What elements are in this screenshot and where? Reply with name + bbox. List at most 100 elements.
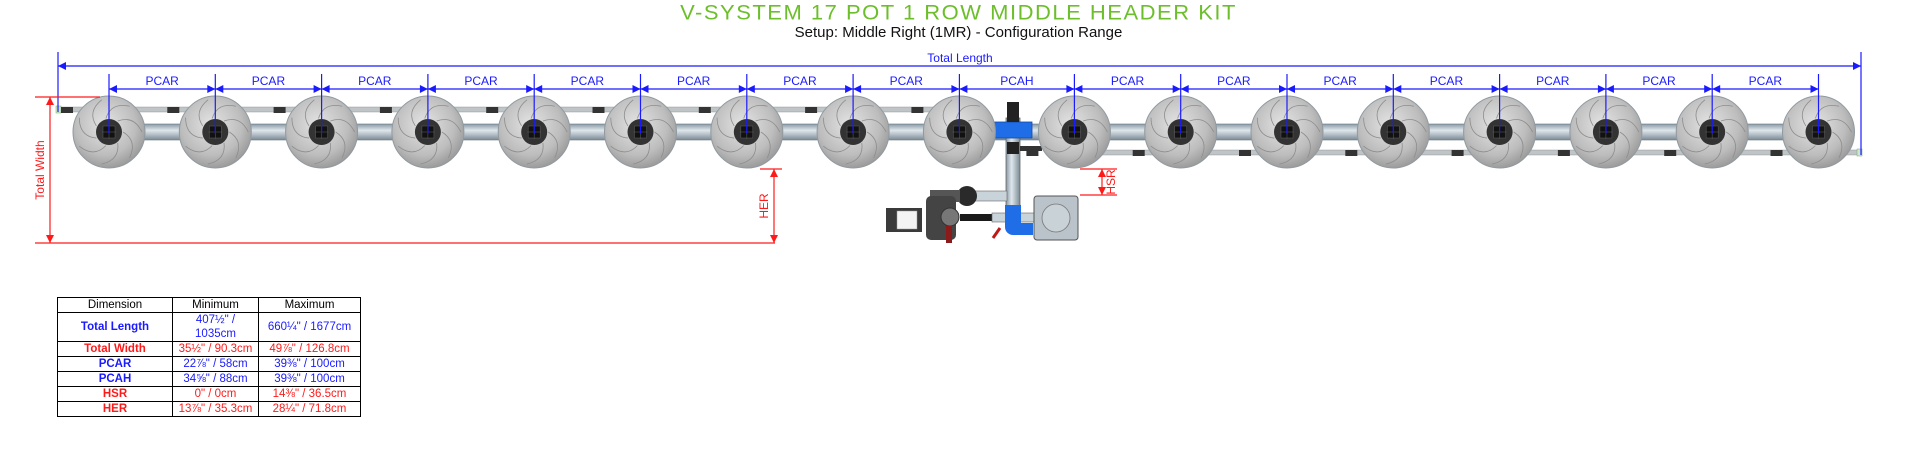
arrowhead bbox=[1853, 62, 1861, 70]
tee-fitting bbox=[993, 121, 1033, 139]
tee-cap bbox=[1007, 102, 1019, 122]
dripper-fitting bbox=[698, 107, 711, 113]
end-cap-right bbox=[1856, 148, 1863, 157]
pot-rib bbox=[1788, 117, 1806, 139]
arrowhead bbox=[845, 85, 854, 93]
dripper-fitting bbox=[1239, 150, 1251, 156]
pot-rib bbox=[1044, 145, 1072, 153]
pot-rib bbox=[411, 99, 421, 127]
spacing-label: PCAR bbox=[890, 74, 924, 88]
dimension-max: 49⅞" / 126.8cm bbox=[258, 341, 361, 357]
pot-rib bbox=[1788, 145, 1816, 153]
pot-rib bbox=[1513, 131, 1524, 159]
pot-rib bbox=[1376, 99, 1387, 127]
arrowhead bbox=[738, 85, 747, 93]
arrowhead bbox=[1287, 85, 1295, 93]
filter-housing bbox=[957, 186, 977, 206]
arrowhead bbox=[959, 85, 968, 93]
arrowhead bbox=[427, 85, 436, 93]
pot-rib bbox=[1575, 145, 1604, 153]
pot-rib bbox=[1088, 131, 1099, 159]
pot-rib bbox=[654, 131, 665, 159]
pot-rib bbox=[441, 131, 452, 159]
pot-rib bbox=[632, 142, 650, 165]
spacing-label: PCAR bbox=[145, 74, 179, 88]
pot-rib bbox=[623, 99, 634, 127]
pot-rib bbox=[1044, 117, 1062, 139]
dimension-min: 35½" / 90.3cm bbox=[172, 341, 259, 357]
arrowhead bbox=[1172, 85, 1181, 93]
dripper-fitting bbox=[1557, 150, 1570, 156]
pot-rib bbox=[730, 99, 740, 127]
pot-rib bbox=[955, 105, 981, 119]
arrowhead bbox=[632, 85, 641, 93]
pot-rib bbox=[291, 117, 310, 139]
dripper-fitting bbox=[167, 107, 180, 113]
pot-rib bbox=[314, 142, 331, 165]
pot-rib bbox=[1832, 131, 1843, 159]
arrowhead bbox=[1491, 85, 1500, 93]
pot-rib bbox=[397, 117, 416, 139]
pot-rib bbox=[1194, 131, 1205, 159]
pot-rib bbox=[866, 131, 877, 159]
table-header-row: Dimension Minimum Maximum bbox=[57, 297, 361, 313]
pot-rib bbox=[849, 105, 874, 119]
arrowhead bbox=[1098, 169, 1106, 177]
pot-rib bbox=[78, 145, 107, 153]
pot-rib bbox=[743, 105, 768, 119]
pot-rib bbox=[229, 131, 240, 159]
pot-rib bbox=[823, 117, 841, 139]
pot-rib bbox=[1283, 105, 1308, 119]
header-assembly bbox=[886, 102, 1079, 243]
dimension-min: 0" / 0cm bbox=[172, 386, 259, 402]
spacing-label: PCAR bbox=[252, 74, 286, 88]
pot-rib bbox=[1256, 145, 1285, 153]
dimension-name: HSR bbox=[57, 386, 173, 402]
arrowhead bbox=[640, 85, 649, 93]
pot-rib bbox=[649, 119, 674, 133]
dimension-max: 39⅜" / 100cm bbox=[258, 356, 361, 372]
dripper-fitting bbox=[805, 107, 818, 113]
dripper-fitting bbox=[61, 107, 73, 113]
pot-rib bbox=[716, 145, 744, 153]
dripper-fitting bbox=[486, 107, 499, 113]
pot-rib bbox=[1482, 99, 1493, 127]
pot-rib bbox=[1469, 117, 1488, 139]
arrowhead bbox=[1279, 85, 1287, 93]
pot-rib bbox=[542, 119, 568, 133]
pot bbox=[1239, 95, 1324, 169]
pot-rib bbox=[1695, 99, 1706, 127]
return-pipe bbox=[974, 190, 1008, 202]
pot-rib bbox=[335, 131, 346, 159]
dimension-name: PCAH bbox=[57, 371, 173, 387]
dimension-max: 39⅜" / 100cm bbox=[258, 371, 361, 387]
pot-rib bbox=[1492, 142, 1509, 165]
arrowhead bbox=[58, 62, 66, 70]
spacing-label: PCAR bbox=[571, 74, 605, 88]
pot-rib bbox=[1508, 119, 1533, 133]
arrowhead bbox=[1066, 85, 1075, 93]
dripper-fitting bbox=[911, 107, 924, 113]
pot-rib bbox=[1070, 105, 1096, 119]
arrowhead bbox=[321, 85, 330, 93]
pump-label bbox=[896, 210, 918, 230]
arrowhead bbox=[109, 85, 117, 93]
pot-rib bbox=[1066, 142, 1084, 165]
arrowhead bbox=[1605, 85, 1614, 93]
dimension-max: 660¼" / 1677cm bbox=[258, 312, 361, 342]
pot-rib bbox=[1598, 142, 1616, 165]
dripper-fitting bbox=[1664, 150, 1677, 156]
pot-rib bbox=[967, 119, 993, 133]
arrowhead bbox=[46, 97, 54, 105]
pot-rib bbox=[304, 99, 315, 127]
drain-tube bbox=[1020, 146, 1042, 151]
pot-rib bbox=[610, 117, 628, 139]
pot-rib bbox=[420, 142, 438, 165]
pot bbox=[1770, 95, 1855, 169]
pot-rib bbox=[929, 117, 947, 139]
pot-rib bbox=[1407, 131, 1418, 159]
